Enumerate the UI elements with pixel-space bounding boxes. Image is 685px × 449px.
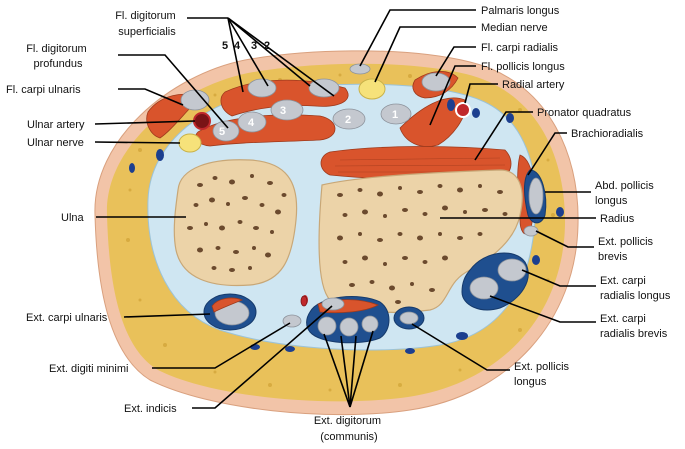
prof-tendon-2	[332, 108, 366, 130]
ulnar-artery	[193, 112, 211, 130]
sup-num-2: 2	[264, 40, 270, 52]
label-radial-artery: Radial artery	[502, 79, 565, 91]
label-fl-dig-sup: Fl. digitorum superficialis	[115, 10, 179, 38]
label-pronator-quadratus: Pronator quadratus	[537, 107, 632, 119]
label-ecrl-line1: Ext. carpi	[600, 275, 646, 287]
ulna-trabeculae	[187, 174, 287, 272]
posterior-artery	[300, 295, 308, 307]
ext-carpi-radialis-compartment	[461, 252, 529, 311]
label-fl-dig-sup-line2: superficialis	[118, 26, 176, 38]
radial-vein	[447, 99, 455, 111]
label-ulnar-nerve: Ulnar nerve	[27, 137, 84, 149]
label-fl-carpi-radialis: Fl. carpi radialis	[481, 42, 559, 54]
label-radius: Radius	[600, 213, 635, 225]
superficial-veins	[129, 113, 564, 354]
prof-tendon-1	[380, 103, 412, 125]
label-ext-carpi-radialis-longus: Ext. carpi radialis longus	[600, 275, 671, 302]
ext-pollicis-brevis-tendon	[523, 225, 539, 237]
num-sup-3: 3	[280, 105, 286, 117]
prof-tendon-5	[212, 120, 240, 142]
label-abd-pollicis: Abd. pollicis longus	[595, 180, 657, 207]
label-ext-indicis: Ext. indicis	[124, 403, 177, 415]
label-ext-carpi-radialis-brevis: Ext. carpi radialis brevis	[600, 313, 668, 340]
sup-tendon-4	[270, 99, 304, 121]
label-ext-pollicis-longus-line2: longus	[514, 376, 547, 388]
radial-vein-2	[472, 108, 480, 118]
label-fl-dig-prof: Fl. digitorum profundus	[26, 43, 90, 70]
cross-section	[94, 50, 579, 416]
ulna-bone	[173, 159, 298, 287]
label-fl-dig-sup-line1: Fl. digitorum	[115, 10, 176, 22]
num-prof-2: 2	[345, 114, 351, 126]
label-brachioradialis: Brachioradialis	[571, 128, 644, 140]
label-abd-pollicis-line2: longus	[595, 195, 628, 207]
tendon-numbers: 1 2 3 4 5	[219, 105, 398, 138]
label-ecrb-line1: Ext. carpi	[600, 313, 646, 325]
prof-tendon-4	[237, 111, 267, 133]
palmaris-longus-tendon	[349, 63, 371, 75]
label-fl-dig-prof-line1: Fl. digitorum	[26, 43, 87, 55]
label-fl-pollicis-longus: Fl. pollicis longus	[481, 61, 565, 73]
label-ext-pollicis-longus: Ext. pollicis longus	[514, 361, 572, 388]
abd-pollicis-compartment	[523, 169, 547, 237]
radial-artery	[455, 102, 471, 118]
num-prof-5: 5	[219, 126, 225, 138]
label-ext-digitorum-line2: (communis)	[320, 431, 377, 443]
label-palmaris-longus: Palmaris longus	[481, 5, 560, 17]
num-prof-4: 4	[248, 117, 255, 129]
label-ext-pollicis-brevis-line2: brevis	[598, 251, 628, 263]
fl-carpi-radialis-tendon	[421, 72, 451, 92]
label-ext-digiti-minimi: Ext. digiti minimi	[49, 363, 128, 375]
label-median-nerve: Median nerve	[481, 22, 548, 34]
ulnar-nerve	[178, 133, 202, 153]
ext-pollicis-longus-compartment	[393, 306, 425, 330]
num-prof-1: 1	[392, 109, 398, 121]
label-fl-dig-prof-line2: profundus	[34, 58, 83, 70]
labels: Fl. digitorum superficialis Fl. digitoru…	[6, 5, 671, 443]
label-ext-pollicis-brevis-line1: Ext. pollicis	[598, 236, 654, 248]
radius-trabeculae	[337, 184, 508, 304]
sup-num-3: 3	[251, 40, 257, 52]
label-ext-carpi-ulnaris: Ext. carpi ulnaris	[26, 312, 108, 324]
label-ecrb-line2: radialis brevis	[600, 328, 668, 340]
ext-carpi-ulnaris-compartment	[203, 293, 257, 331]
label-ulnar-artery: Ulnar artery	[27, 119, 85, 131]
label-ext-digitorum: Ext. digitorum (communis)	[314, 415, 384, 443]
label-abd-pollicis-line1: Abd. pollicis	[595, 180, 654, 192]
superficialis-numbers: 5 4 3 2	[222, 40, 270, 52]
label-ext-pollicis-longus-line1: Ext. pollicis	[514, 361, 570, 373]
label-ecrl-line2: radialis longus	[600, 290, 671, 302]
median-nerve	[358, 78, 386, 100]
sup-num-5: 5	[222, 40, 228, 52]
label-ulna: Ulna	[61, 212, 85, 224]
ext-digitorum-compartment	[306, 296, 390, 344]
label-fl-carpi-ulnaris: Fl. carpi ulnaris	[6, 84, 81, 96]
sup-num-4: 4	[234, 40, 241, 52]
leader-lines	[94, 9, 596, 409]
label-ext-pollicis-brevis: Ext. pollicis brevis	[598, 236, 656, 263]
sup-tendon-5	[247, 78, 277, 98]
label-ext-digitorum-line1: Ext. digitorum	[314, 415, 381, 427]
